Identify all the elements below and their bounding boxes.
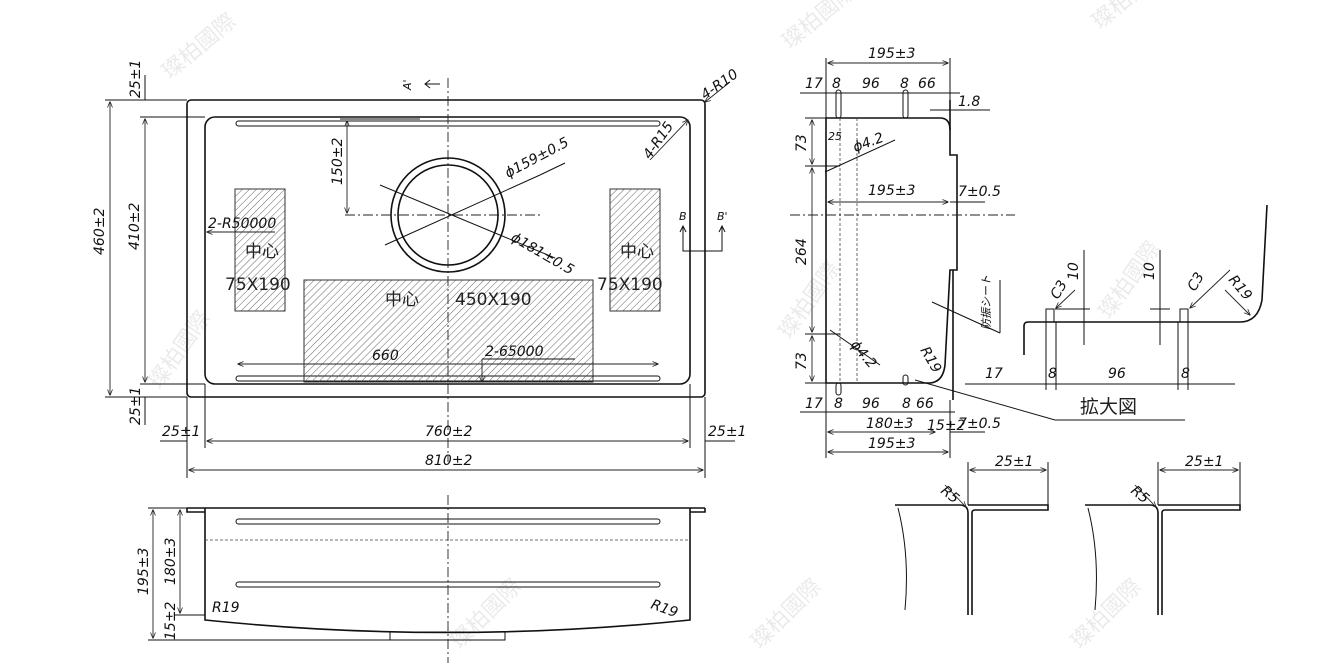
dim-detail-b: 8 (1048, 366, 1057, 382)
dim-drain-inner-dia: ϕ159±0.5 (502, 135, 571, 182)
dim-bot-inner: 180±3 (866, 416, 913, 432)
corner-detail-right: 25±1 R5 (1085, 454, 1241, 615)
dim-top-e: 66 (918, 76, 936, 92)
dim-thickness: 1.8 (958, 94, 980, 110)
dim-middle: 264 (794, 238, 810, 265)
corner-width-left: 25±1 (995, 454, 1033, 470)
dim-detail-d: 8 (1181, 366, 1190, 382)
dim-bot-a: 17 (805, 396, 823, 412)
dim-mid-step: 7±0.5 (958, 184, 1001, 200)
dim-top-total: 195±3 (868, 46, 915, 62)
dim-bot-step: 15±2 (927, 418, 966, 434)
dim-rail-length: 660 (372, 348, 399, 364)
dim-radius-right: R19 (649, 597, 680, 621)
dim-flange-top: 25±1 (128, 60, 144, 98)
dim-bot-total: 195±3 (868, 436, 915, 452)
dim-detail-h2: 10 (1142, 262, 1158, 280)
dim-hole-dist: 25 (828, 130, 842, 143)
detail-profile (1023, 204, 1268, 355)
watermark-text: 璨柏國際 (747, 574, 827, 654)
side-profile (825, 117, 958, 384)
dim-height-outer: 460±2 (92, 208, 108, 255)
drain-outer-circle (390, 157, 506, 273)
dim-detail-c2: C3 (1185, 270, 1208, 294)
section-b-label: B (679, 210, 687, 223)
corner-detail-left: 25±1 R5 (895, 454, 1049, 615)
dim-height-inner: 410±2 (127, 203, 143, 250)
dim-top-d: 8 (900, 76, 909, 92)
dim-bot-d: 8 (902, 396, 911, 412)
section-b2-label: B' (717, 210, 728, 223)
front-view: 195±3 180±3 15±2 R19 R19 (136, 495, 706, 663)
dim-radius-side: 2-R50000 (208, 216, 276, 232)
dim-radius-left: R19 (212, 600, 240, 616)
hatched-area-center (303, 279, 594, 383)
dim-detail-h1: 10 (1066, 262, 1082, 280)
dim-lower: 73 (794, 352, 810, 370)
drain-inner-circle (397, 164, 499, 266)
dim-detail-c: 96 (1108, 366, 1126, 382)
watermark-text: 璨柏國際 (1067, 574, 1147, 654)
dim-bot-c: 96 (862, 396, 880, 412)
side-note: 防振シート (980, 275, 993, 330)
dim-top-b: 8 (832, 76, 841, 92)
dim-drain-offset: 150±2 (330, 138, 346, 185)
sink-front-profile (186, 507, 706, 634)
area-label-right: 中心 (620, 242, 654, 262)
sink-outer-flange (186, 99, 706, 398)
dim-detail-a: 17 (985, 366, 1003, 382)
corner-radius-left: R5 (937, 483, 962, 507)
detail-title: 拡大図 (1080, 396, 1137, 418)
side-view: 195±3 17 8 96 8 66 1.8 73 264 73 25 ϕ4.2… (790, 46, 1185, 458)
dim-depth-inner: 180±3 (163, 538, 179, 585)
dim-radius-bottom: 2-65000 (485, 344, 544, 360)
area-label-left: 中心 (245, 242, 279, 262)
dim-hole-lower: ϕ4.2 (847, 337, 880, 371)
dim-width-inner: 760±2 (425, 424, 472, 440)
dim-bot-e: 66 (916, 396, 934, 412)
dim-flange-left: 25±1 (162, 424, 200, 440)
dim-flange-right: 25±1 (708, 424, 746, 440)
watermark-text: 璨柏國際 (158, 9, 241, 85)
section-a-label: A' (401, 79, 414, 91)
hatched-area-left (234, 188, 286, 312)
hatched-area-right (609, 188, 661, 312)
dim-width-outer: 810±2 (425, 453, 472, 469)
watermark-text: 璨柏國際 (778, 0, 861, 55)
area-label-center: 中心 (385, 290, 419, 310)
corner-radius-right: R5 (1127, 483, 1152, 507)
area-size-left: 75X190 (225, 275, 291, 295)
dim-depth-outer: 195±3 (136, 548, 152, 595)
dim-top-a: 17 (805, 76, 823, 92)
dim-detail-c1: C3 (1048, 278, 1071, 302)
corner-width-right: 25±1 (1185, 454, 1223, 470)
dim-bottom: 15±2 (163, 601, 179, 640)
dim-upper: 73 (794, 134, 810, 152)
watermarks: 璨柏國際 璨柏國際 璨柏國際 璨柏國際 璨柏國際 璨柏國際 璨柏國際 璨柏國際 … (144, 0, 1171, 654)
dim-bot-b: 8 (834, 396, 843, 412)
dim-corner: R19 (917, 344, 945, 376)
watermark-text: 璨柏國際 (1088, 0, 1171, 35)
top-view: 460±2 410±2 25±1 25±1 25±1 25±1 760±2 81… (92, 60, 746, 478)
dim-corner-outer: 4-R10 (698, 66, 741, 103)
dim-top-c: 96 (862, 76, 880, 92)
area-size-center: 450X190 (455, 290, 532, 310)
dim-bot-step2: 7±0.5 (958, 416, 1001, 432)
dim-flange-bottom: 25±1 (128, 387, 144, 425)
dim-mid-width: 195±3 (868, 183, 915, 199)
dim-drain-outer-dia: ϕ181±0.5 (508, 230, 577, 279)
watermark-text: 璨柏國際 (447, 574, 527, 654)
watermark-text: 璨柏國際 (774, 257, 845, 343)
area-size-right: 75X190 (597, 275, 663, 295)
dim-detail-r: R19 (1225, 272, 1255, 303)
